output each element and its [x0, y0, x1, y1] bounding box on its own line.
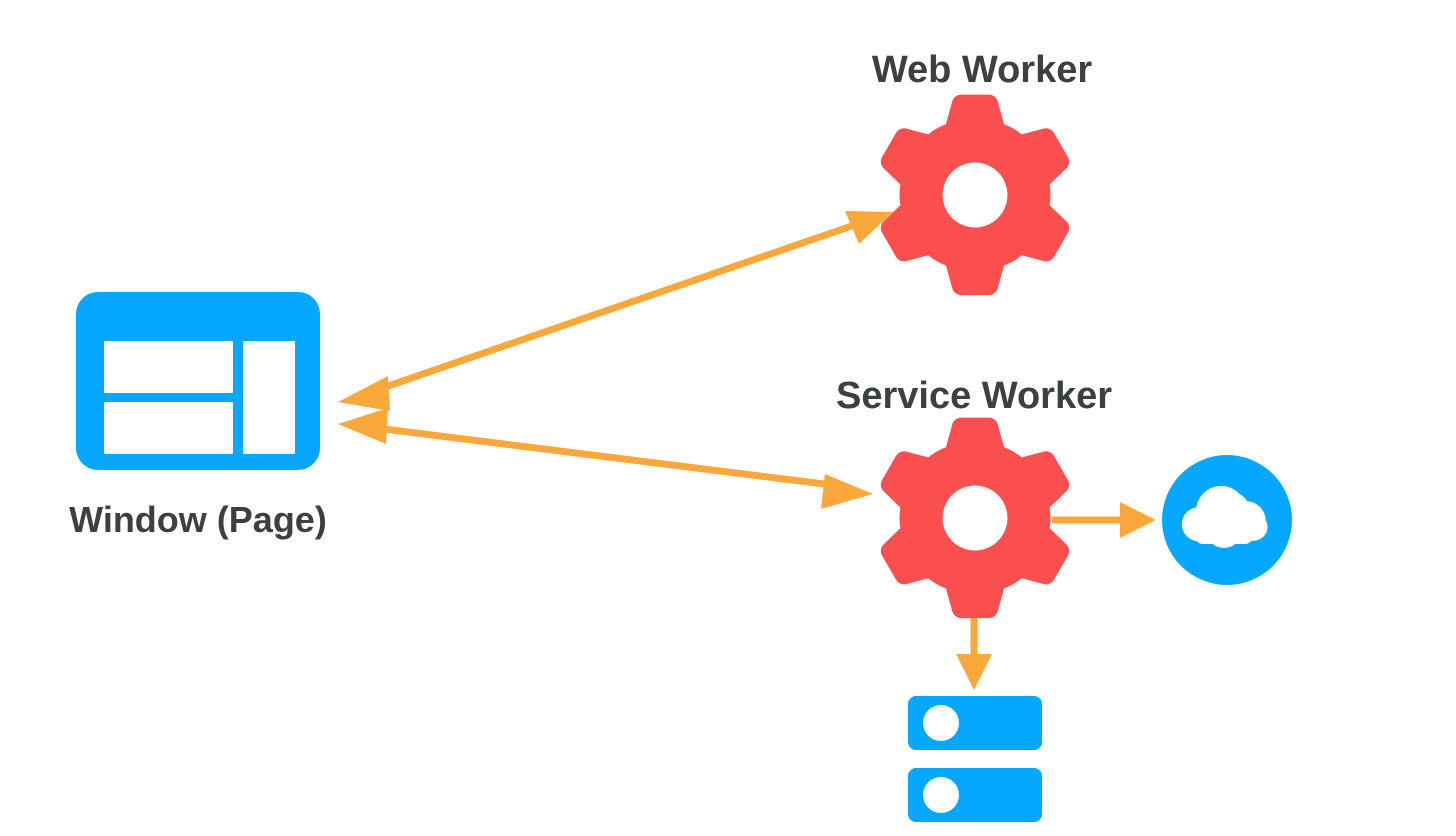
- storage-indicator-bottom: [923, 777, 959, 813]
- window-pane-right: [243, 341, 295, 454]
- node-storage[interactable]: [908, 696, 1042, 822]
- gear-hub: [942, 162, 1008, 228]
- cloud-base: [1195, 527, 1253, 544]
- gear-icon: [880, 94, 1070, 296]
- arrowhead-to-web-worker: [845, 211, 893, 244]
- arrowhead-to-storage: [956, 654, 992, 690]
- window-pane-top-left: [104, 341, 233, 393]
- node-web-worker-label: Web Worker: [872, 49, 1093, 91]
- node-window-label: Window (Page): [69, 499, 327, 540]
- edge-shaft: [367, 423, 841, 490]
- arrowhead-to-window-lower: [338, 408, 388, 444]
- browser-window-icon: [76, 292, 320, 470]
- window-pane-bottom-left: [104, 402, 233, 454]
- storage-icon: [908, 696, 1042, 822]
- edge-window-service-worker: [338, 408, 873, 509]
- storage-indicator-top: [923, 705, 959, 741]
- cloud-icon: [1162, 455, 1292, 585]
- edge-service-worker-cloud: [1052, 502, 1156, 538]
- edge-service-worker-storage: [956, 607, 992, 690]
- node-window[interactable]: Window (Page): [69, 292, 327, 540]
- gear-hub: [942, 485, 1008, 551]
- arrowhead-to-cloud: [1120, 502, 1156, 538]
- node-service-worker-label: Service Worker: [836, 375, 1112, 417]
- edge-window-web-worker: [338, 211, 893, 411]
- arrowhead-to-window-upper: [338, 376, 390, 411]
- arrowhead-to-service-worker: [821, 474, 873, 509]
- gear-icon: [880, 417, 1070, 619]
- node-web-worker[interactable]: Web Worker: [872, 49, 1093, 296]
- node-service-worker[interactable]: Service Worker: [836, 375, 1112, 619]
- edge-shaft: [366, 217, 868, 397]
- node-cloud[interactable]: [1162, 455, 1292, 585]
